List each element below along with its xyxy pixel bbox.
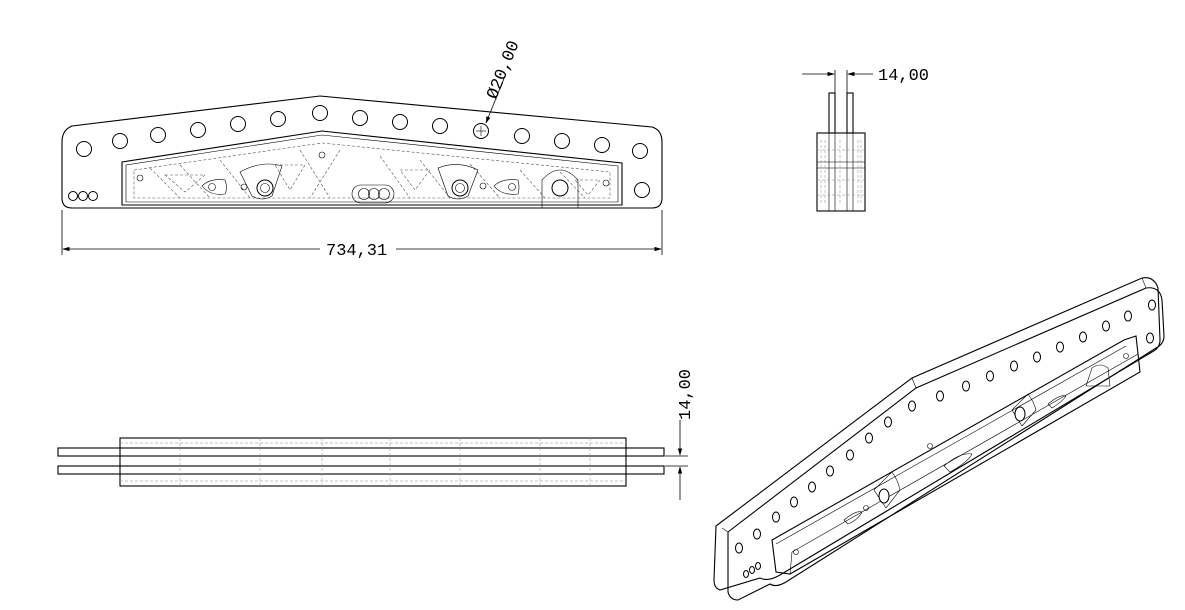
top-thickness-label: 14,00 — [677, 369, 696, 420]
length-dimension: 734,31 — [61, 210, 663, 261]
side-thickness-label: 14,00 — [878, 67, 929, 86]
front-view — [61, 95, 663, 209]
isometric-view — [713, 277, 1165, 601]
diameter-label: Ø20,00 — [484, 38, 525, 102]
length-label: 734,31 — [326, 242, 387, 261]
top-view: 14,00 — [57, 369, 696, 500]
side-view: 14,00 — [802, 67, 929, 212]
diameter-dimension: Ø20,00 — [484, 38, 525, 124]
